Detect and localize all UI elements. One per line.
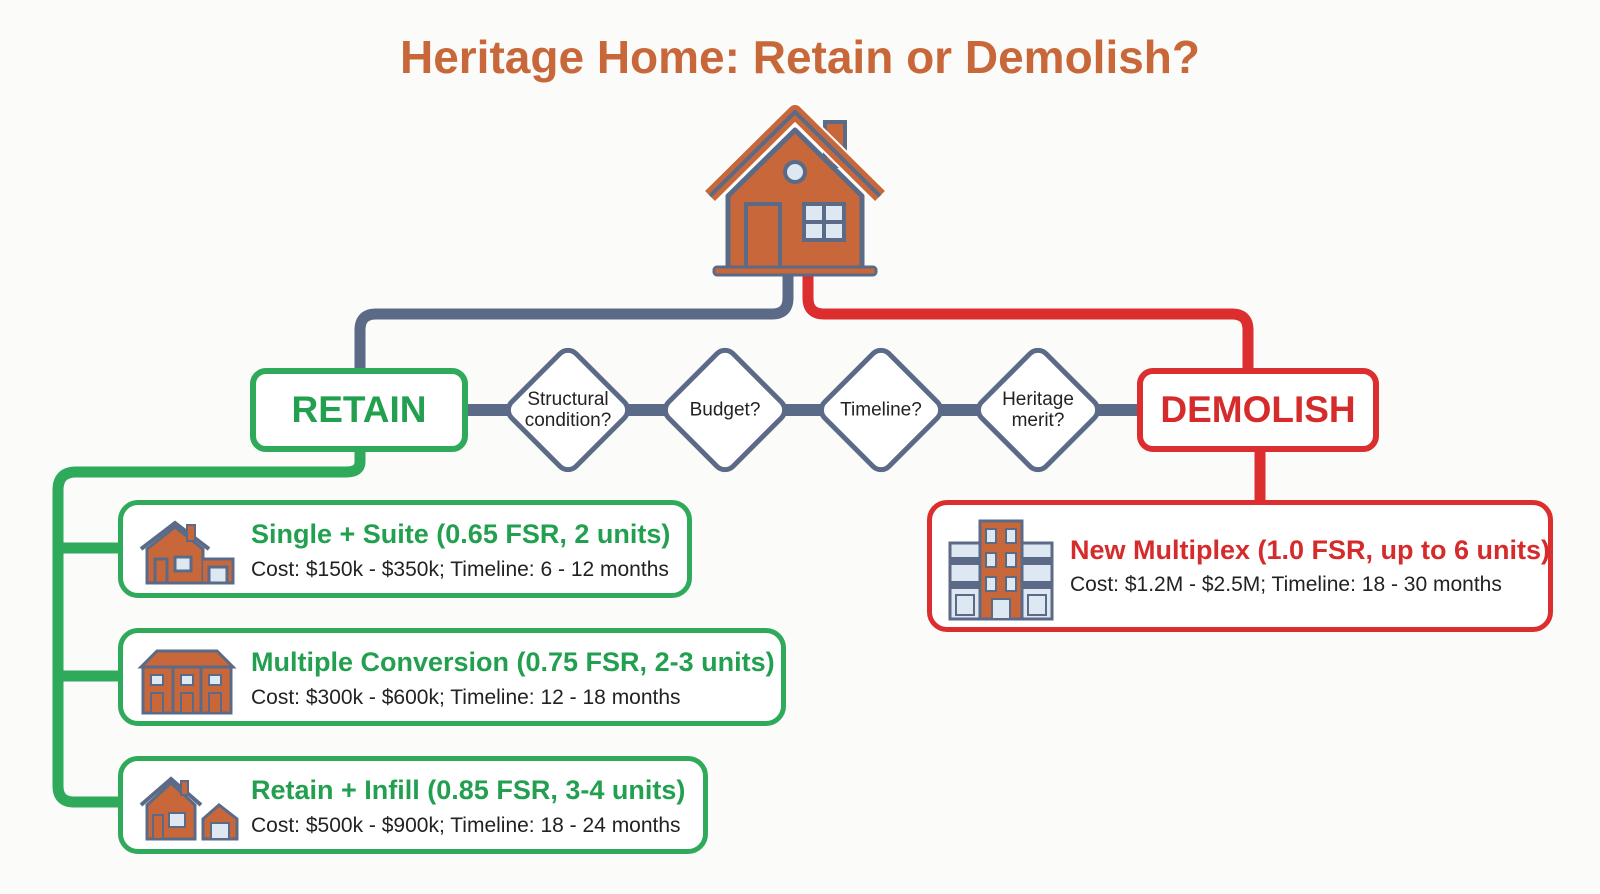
option-title: Multiple Conversion (0.75 FSR, 2-3 units… [251,647,775,677]
question-heritage-line2: merit? [1011,410,1065,431]
option-title: New Multiplex (1.0 FSR, up to 6 units) [1070,535,1551,565]
option-details: Cost: $150k - $350k; Timeline: 6 - 12 mo… [251,558,669,581]
question-heritage: Heritage merit? [973,389,1103,431]
question-structural-line1: Structural [527,389,609,410]
option-details: Cost: $1.2M - $2.5M; Timeline: 18 - 30 m… [1070,573,1502,596]
question-timeline: Timeline? [816,400,946,421]
heritage-house-icon [703,104,887,277]
option-card-single-suite[interactable]: Single + Suite (0.65 FSR, 2 units) Cost:… [118,500,692,598]
option-details: Cost: $300k - $600k; Timeline: 12 - 18 m… [251,686,681,709]
option-card-multiple-conversion[interactable]: Multiple Conversion (0.75 FSR, 2-3 units… [118,628,786,726]
question-structural: Structural condition? [503,389,633,431]
question-structural-line2: condition? [524,410,612,431]
retain-options-trunk [52,452,366,808]
option-title: Retain + Infill (0.85 FSR, 3-4 units) [251,775,686,805]
option-details: Cost: $500k - $900k; Timeline: 18 - 24 m… [251,814,681,837]
question-timeline-line1: Timeline? [840,399,922,421]
house-with-garage-icon [139,520,235,585]
question-budget-line1: Budget? [689,399,761,421]
question-budget: Budget? [660,400,790,421]
question-heritage-line1: Heritage [1002,389,1074,410]
retain-branch-line [354,276,794,370]
demolish-branch-line [802,276,1254,370]
retain-branch-label[interactable]: RETAIN [250,368,468,452]
option-title: Single + Suite (0.65 FSR, 2 units) [251,519,671,549]
option-card-new-multiplex[interactable]: New Multiplex (1.0 FSR, up to 6 units) C… [927,500,1553,632]
page-title: Heritage Home: Retain or Demolish? [399,31,1201,83]
apartment-building-icon [948,519,1054,621]
option-card-retain-infill[interactable]: Retain + Infill (0.85 FSR, 3-4 units) Co… [118,756,708,854]
demolish-branch-label[interactable]: DEMOLISH [1137,368,1379,452]
townhouse-icon [137,649,237,715]
house-with-infill-icon [139,776,239,841]
